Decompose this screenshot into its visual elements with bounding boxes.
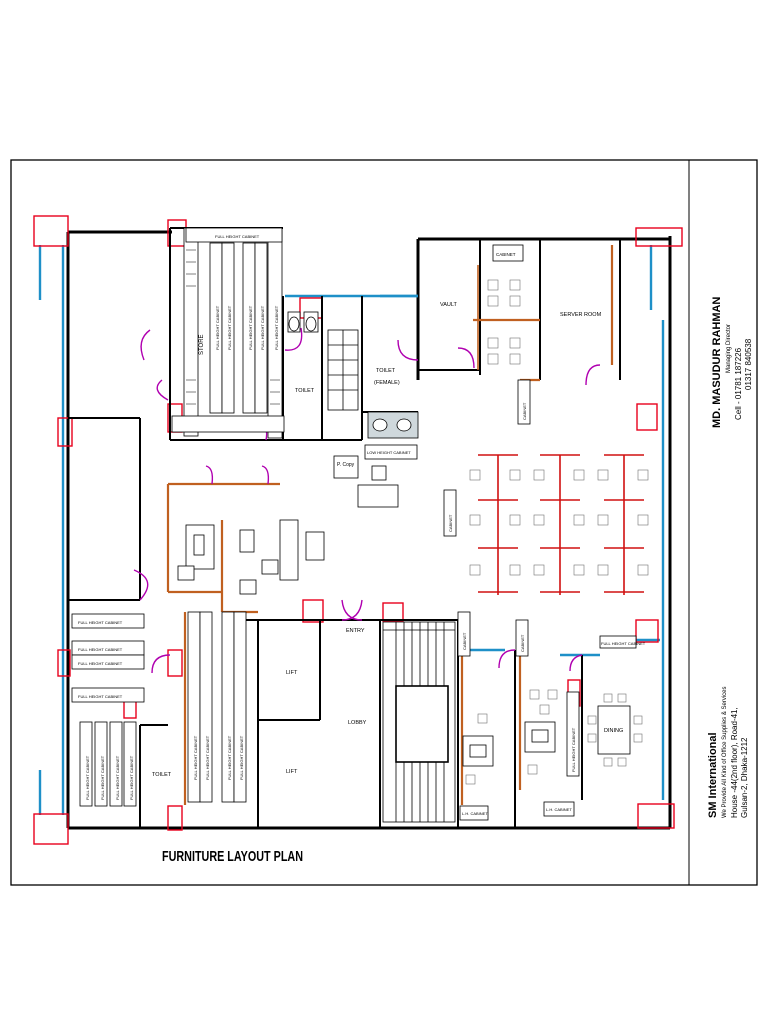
vault-chairs (487, 279, 521, 365)
fh-cabinet-label-store-4: FULL HEIGHT CABINET (260, 305, 265, 350)
lh-cabinet-label-2: L.H. CABINET (546, 807, 572, 812)
lobby-label: LOBBY (348, 720, 367, 726)
fh-cabinet-label-left-2: FULL HEIGHT CABINET (78, 647, 123, 652)
fh-cabinet-label-left-3: FULL HEIGHT CABINET (78, 661, 123, 666)
fh-cabinet-label-left-4: FULL HEIGHT CABINET (78, 694, 123, 699)
toilet-female-label: TOILET (376, 368, 396, 374)
p-copy-area (333, 444, 418, 508)
client-phone-2: 01317 840538 (744, 338, 753, 390)
lift-2-label: LIFT (286, 769, 298, 775)
md-room-furniture (177, 519, 325, 595)
cabinet-open-area (443, 489, 457, 537)
vault-label: VAULT (440, 302, 458, 308)
store-label: STORE (199, 334, 205, 355)
company-address-1: House -44(2nd floor), Road-41, (730, 707, 739, 818)
fh-cabinet-label-br-2: FULL HEIGHT CABINET (571, 727, 576, 772)
left-cabinets (71, 611, 247, 807)
server-room-label: SERVER ROOM (560, 312, 602, 318)
p-copy-label: P. Copy (337, 462, 355, 468)
lh-cabinet-label-1: L.H. CABINET (462, 811, 488, 816)
cabinet-label-br-2: CABINET (520, 634, 525, 652)
fh-cabinet-label-left-1: FULL HEIGHT CABINET (78, 620, 123, 625)
dining-label: DINING (604, 728, 623, 734)
company-tagline: We Provide All Kind of Office Supplies &… (722, 686, 728, 818)
door-swings (133, 327, 601, 674)
toilet-bottom-label: TOILET (152, 772, 172, 778)
store-cabinets (171, 227, 285, 439)
sheet-frame (10, 159, 758, 886)
workstation-clusters (478, 454, 644, 595)
lift-1-label: LIFT (286, 670, 298, 676)
structural-columns (33, 215, 683, 845)
outer-walls (66, 230, 672, 830)
bottom-right-rooms-furniture (457, 611, 637, 821)
vault-workstations (477, 265, 538, 370)
fh-cabinet-label-store-2: FULL HEIGHT CABINET (227, 305, 232, 350)
staircase (382, 621, 456, 823)
client-name: MD. MASUDUR RAHMAN (711, 297, 723, 428)
fh-cabinet-label-left-6: FULL HEIGHT CABINET (100, 755, 105, 800)
client-phone-1: Cell - 01781 187226 (734, 347, 743, 420)
toilet-top-label: TOILET (295, 388, 315, 394)
company-title-block: SM International We Provide All Kind of … (707, 686, 749, 818)
vault-cabinets (492, 244, 531, 425)
fh-cabinet-label-left-5: FULL HEIGHT CABINET (85, 755, 90, 800)
toilet-fixtures-top (287, 311, 419, 439)
fh-cabinet-label-store-top: FULL HEIGHT CABINET (215, 234, 260, 239)
fh-cabinet-label-mid-4: FULL HEIGHT CABINET (239, 735, 244, 780)
store-cabinet-hatch (186, 249, 280, 405)
toilet-female-sub-label: (FEMALE) (374, 380, 400, 386)
dining-chairs (587, 693, 643, 767)
client-role: Managing Director (726, 324, 732, 373)
low-height-cabinet-label: LOW HEIGHT CABINET (367, 450, 411, 455)
br-chairs (465, 689, 558, 785)
company-name: SM International (707, 732, 719, 818)
fh-cabinet-label-mid-2: FULL HEIGHT CABINET (205, 735, 210, 780)
fh-cabinet-label-store-5: FULL HEIGHT CABINET (274, 305, 279, 350)
fh-cabinet-label-mid-3: FULL HEIGHT CABINET (227, 735, 232, 780)
cabinet-label-br-1: CABINET (462, 632, 467, 650)
company-address-2: Gulsan-2, Dhaka-1212 (740, 737, 749, 818)
workstation-chairs (469, 469, 649, 576)
cabinet-label-vault: CABINET (496, 252, 516, 257)
client-title-block: MD. MASUDUR RAHMAN Managing Director Cel… (711, 297, 753, 428)
fh-cabinet-label-left-8: FULL HEIGHT CABINET (129, 755, 134, 800)
fh-cabinet-label-store-3: FULL HEIGHT CABINET (248, 305, 253, 350)
fh-cabinet-label-store-1: FULL HEIGHT CABINET (215, 305, 220, 350)
entry-label: ENTRY (346, 628, 365, 634)
fh-cabinet-label-left-7: FULL HEIGHT CABINET (115, 755, 120, 800)
cabinet-label-open-area: CABINET (448, 514, 453, 532)
fh-cabinet-label-br: FULL HEIGHT CABINET (601, 641, 646, 646)
cabinet-label-vault-2: CABINET (522, 402, 527, 420)
fh-cabinet-label-mid-1: FULL HEIGHT CABINET (193, 735, 198, 780)
drawing-title: FURNITURE LAYOUT PLAN (162, 848, 303, 865)
